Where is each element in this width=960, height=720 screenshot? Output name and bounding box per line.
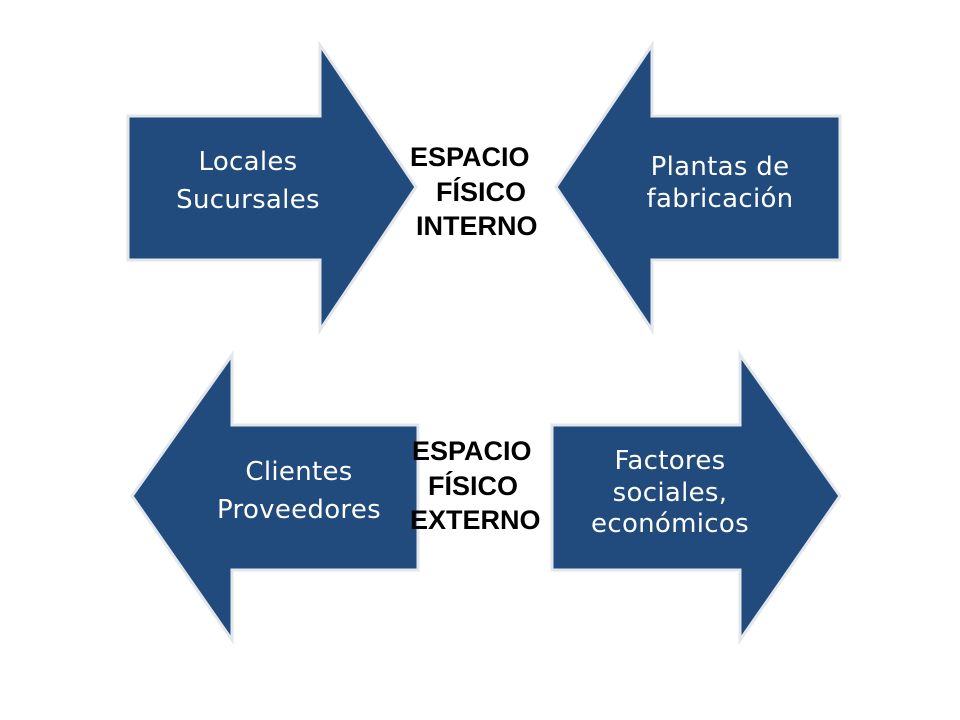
label-line: Proveedores — [217, 494, 381, 525]
center-line: FÍSICO — [436, 176, 527, 207]
arrow-top-right — [554, 40, 842, 335]
arrow-bottom-right — [550, 350, 842, 645]
arrow-top-left-label: Locales Sucursales — [138, 144, 358, 219]
center-line: EXTERNO — [410, 505, 541, 536]
arrow-top-right-label: Plantas de fabricación — [610, 152, 830, 215]
label-line: Plantas de — [650, 152, 790, 182]
label-line: Sucursales — [176, 184, 320, 215]
label-line: Locales — [198, 147, 298, 177]
label-line: Factores — [614, 446, 726, 476]
label-line: Clientes — [245, 457, 353, 487]
arrow-bottom-left-label: Clientes Proveedores — [186, 454, 412, 529]
center-label-bottom: ESPACIO FÍSICO EXTERNO — [410, 434, 570, 538]
center-line: ESPACIO — [410, 142, 530, 172]
arrow-top-left — [126, 40, 418, 335]
arrow-bottom-left — [130, 350, 420, 645]
label-line: económicos — [591, 509, 749, 540]
center-line: INTERNO — [416, 211, 538, 242]
label-line: sociales, — [612, 477, 728, 508]
center-label-top: ESPACIO FÍSICO INTERNO — [410, 140, 570, 244]
arrow-bottom-right-label: Factores sociales, económicos — [560, 446, 780, 541]
center-line: FÍSICO — [428, 470, 519, 501]
center-line: ESPACIO — [412, 436, 532, 466]
label-line: fabricación — [646, 183, 794, 214]
